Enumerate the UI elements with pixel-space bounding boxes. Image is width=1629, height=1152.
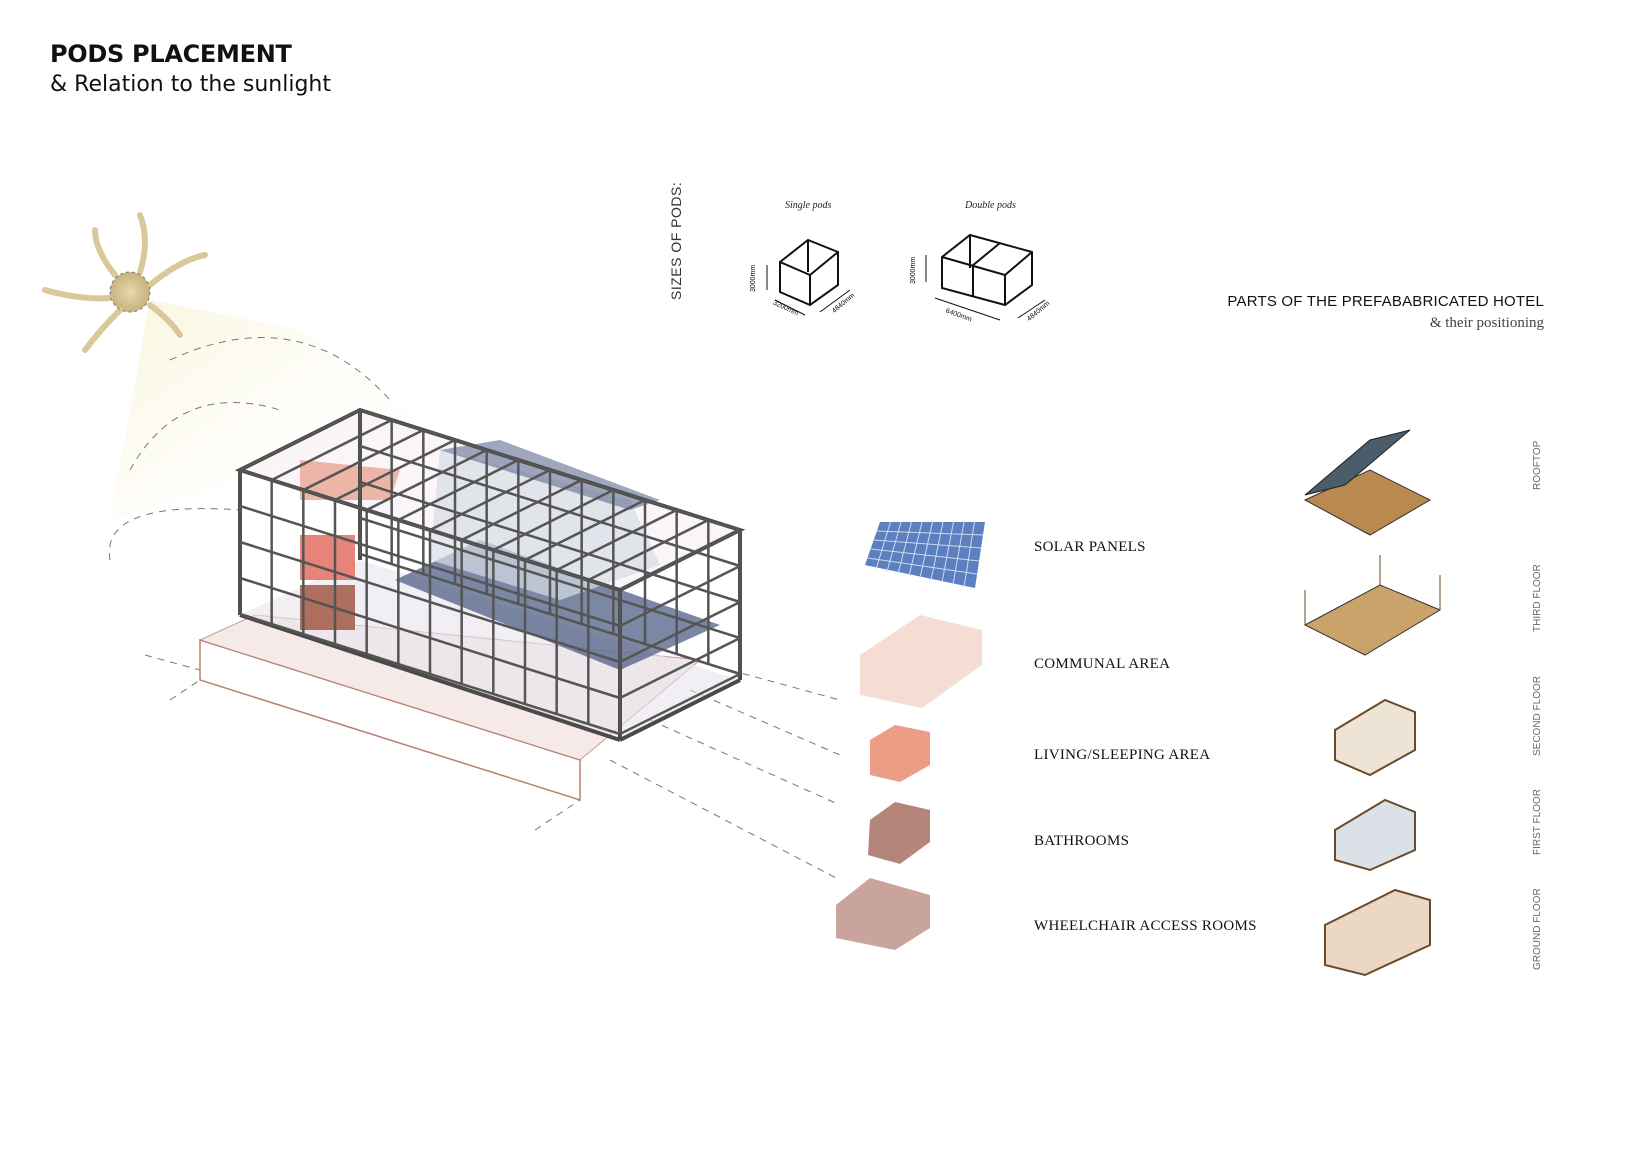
sun-path-lines: [108, 337, 841, 881]
floor-label-second: SECOND FLOOR: [1532, 675, 1543, 756]
legend-communal-area: COMMUNAL AREA: [1034, 656, 1171, 672]
bathrooms-swatch: [868, 802, 930, 864]
pod-sizes-label: SIZES OF PODS:: [668, 181, 684, 300]
floor-module-sketches: [1303, 429, 1442, 977]
legend-solar-panels: SOLAR PANELS: [1034, 539, 1146, 555]
floor-label-third: THIRD FLOOR: [1532, 564, 1543, 632]
sun-icon: [42, 212, 420, 520]
living-area-swatch: [870, 725, 930, 782]
ground-floor-module-icon: [1324, 888, 1431, 977]
double-pod-diagram: [925, 233, 1046, 321]
single-pod-diagram: [766, 238, 851, 316]
parts-subtitle: & their positioning: [1429, 315, 1544, 331]
second-floor-module-icon: [1334, 698, 1416, 777]
double-height-dim: 3000mm: [910, 256, 917, 284]
third-floor-module-icon: [1303, 555, 1442, 656]
parts-title: PARTS OF THE PREFABABRICATED HOTEL: [1227, 293, 1544, 310]
first-floor-module-icon: [1334, 798, 1416, 872]
legend-bathrooms: BATHROOMS: [1034, 833, 1130, 849]
solar-panel-swatch: [865, 521, 985, 588]
single-pods-label: Single pods: [785, 200, 832, 211]
floor-label-first: FIRST FLOOR: [1532, 789, 1543, 855]
page-subtitle: & Relation to the sunlight: [50, 72, 331, 97]
double-pods-label: Double pods: [965, 200, 1016, 211]
floor-label-ground: GROUND FLOOR: [1532, 888, 1543, 970]
legend-wheelchair-rooms: WHEELCHAIR ACCESS ROOMS: [1034, 918, 1257, 934]
single-height-dim: 3000mm: [750, 264, 757, 292]
rooftop-module-icon: [1303, 429, 1432, 536]
floor-label-rooftop: ROOFTOP: [1532, 440, 1543, 490]
page-title: PODS PLACEMENT: [50, 40, 292, 68]
communal-area-swatch: [860, 615, 982, 708]
legend-living-sleeping-area: LIVING/SLEEPING AREA: [1034, 747, 1211, 763]
building-axonometric: [198, 407, 746, 802]
wheelchair-rooms-swatch: [836, 878, 930, 950]
